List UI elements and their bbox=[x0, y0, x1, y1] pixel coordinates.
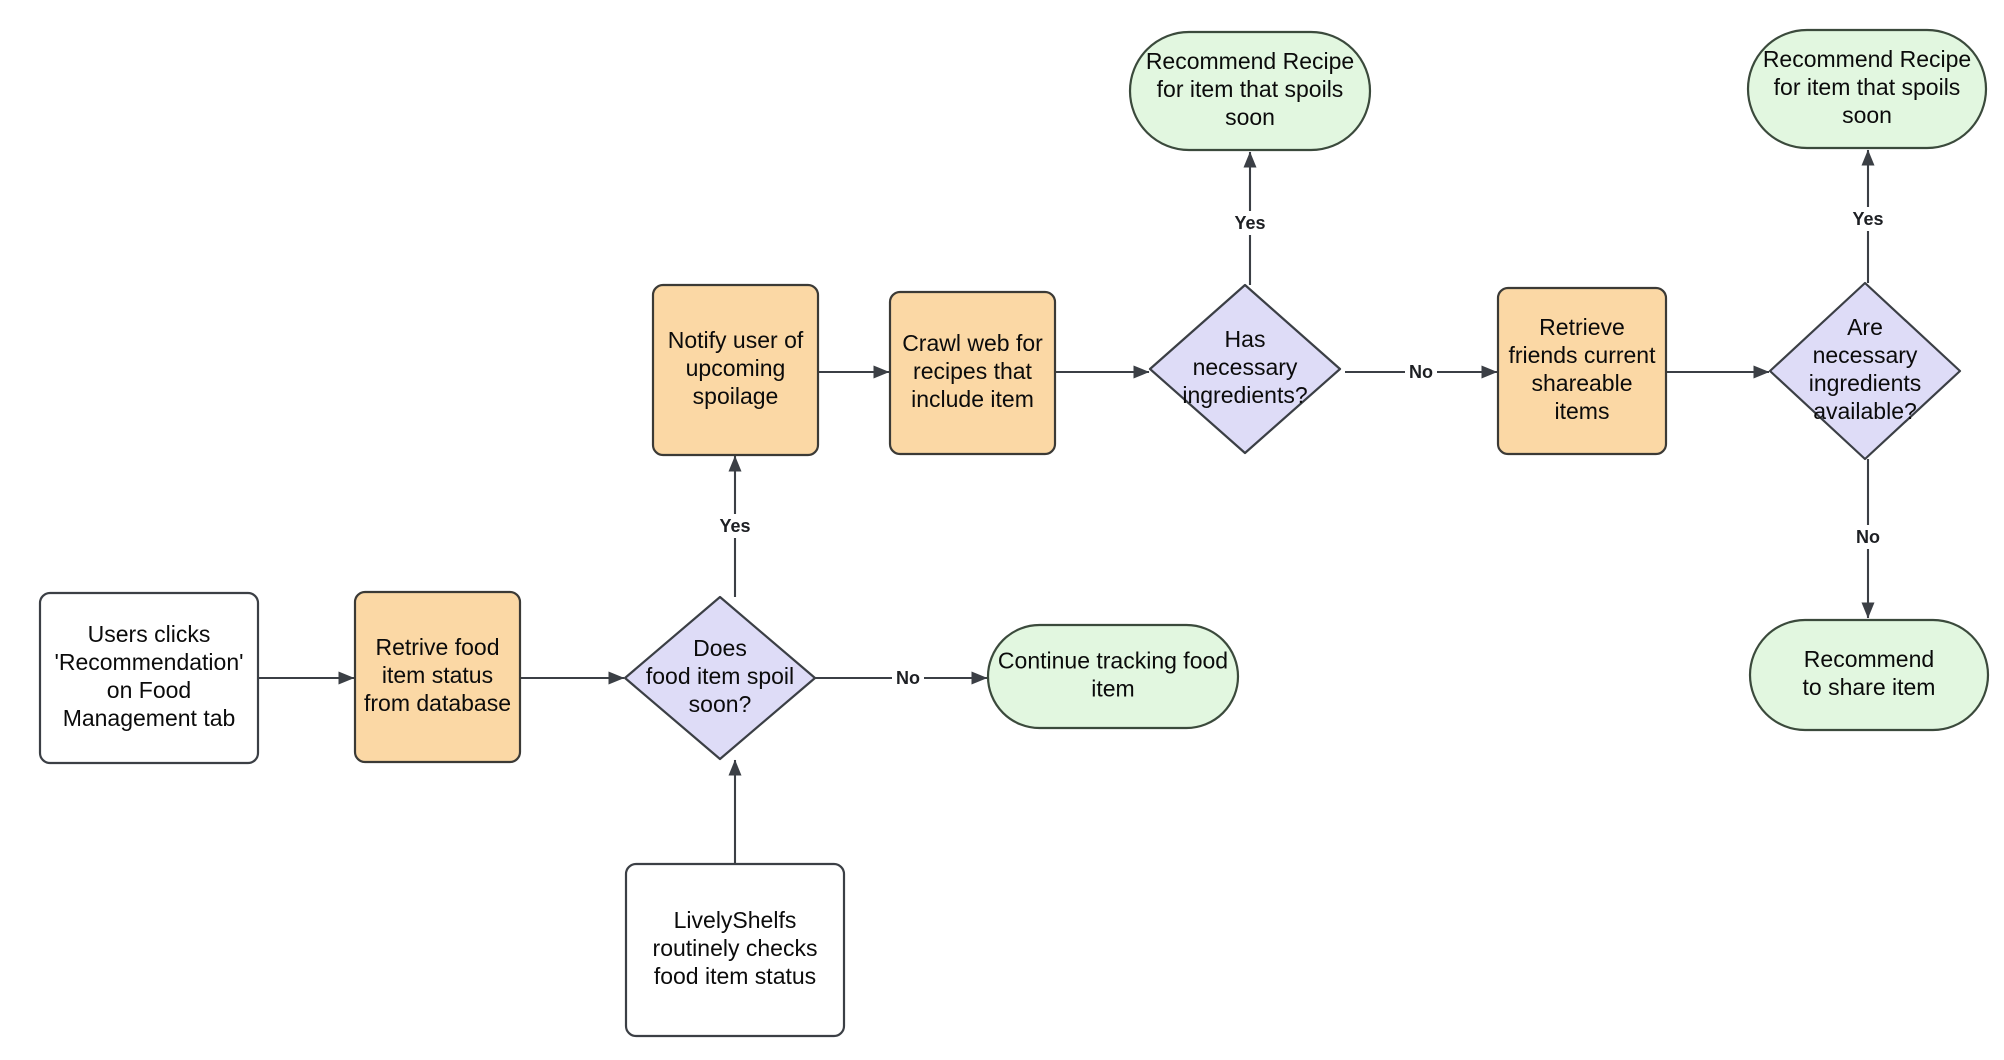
terminator-shape[interactable] bbox=[986, 623, 1240, 730]
process-box[interactable] bbox=[38, 591, 260, 765]
edge-label-backdrop bbox=[1405, 360, 1437, 384]
edge-label: Yes bbox=[1234, 213, 1265, 233]
process-box[interactable] bbox=[651, 283, 820, 457]
process-box[interactable] bbox=[624, 862, 846, 1038]
flow-edge-e-has-yes-recommend-left: Yes bbox=[1228, 151, 1272, 285]
edge-label: No bbox=[1856, 527, 1880, 547]
edge-label: Yes bbox=[1852, 209, 1883, 229]
edge-label-backdrop bbox=[1846, 207, 1890, 231]
decision-diamond[interactable] bbox=[623, 595, 817, 761]
process-box[interactable] bbox=[353, 590, 522, 764]
decision-diamond[interactable] bbox=[1768, 281, 1962, 461]
process-box[interactable] bbox=[888, 290, 1057, 456]
edge-label-backdrop bbox=[1852, 525, 1884, 549]
flow-edge-e-are-yes-recommend-right: Yes bbox=[1846, 149, 1890, 283]
flow-edge-e-spoil-no-continue: No bbox=[815, 666, 988, 690]
terminator-shape[interactable] bbox=[1128, 30, 1372, 152]
decision-diamond[interactable] bbox=[1148, 283, 1342, 455]
edge-label: Yes bbox=[719, 516, 750, 536]
edge-label-backdrop bbox=[713, 514, 757, 538]
edge-label: No bbox=[896, 668, 920, 688]
flow-edge-e-has-no-retrieve-friends: No bbox=[1345, 360, 1498, 384]
terminator-shape[interactable] bbox=[1746, 28, 1988, 150]
flow-edge-e-spoil-yes-notify: Yes bbox=[713, 455, 757, 597]
edge-label-backdrop bbox=[892, 666, 924, 690]
flow-edge-e-are-no-recommend-share: No bbox=[1852, 459, 1884, 619]
edge-label-backdrop bbox=[1228, 211, 1272, 235]
edge-label: No bbox=[1409, 362, 1433, 382]
process-box[interactable] bbox=[1496, 286, 1668, 456]
terminator-shape[interactable] bbox=[1748, 618, 1990, 732]
